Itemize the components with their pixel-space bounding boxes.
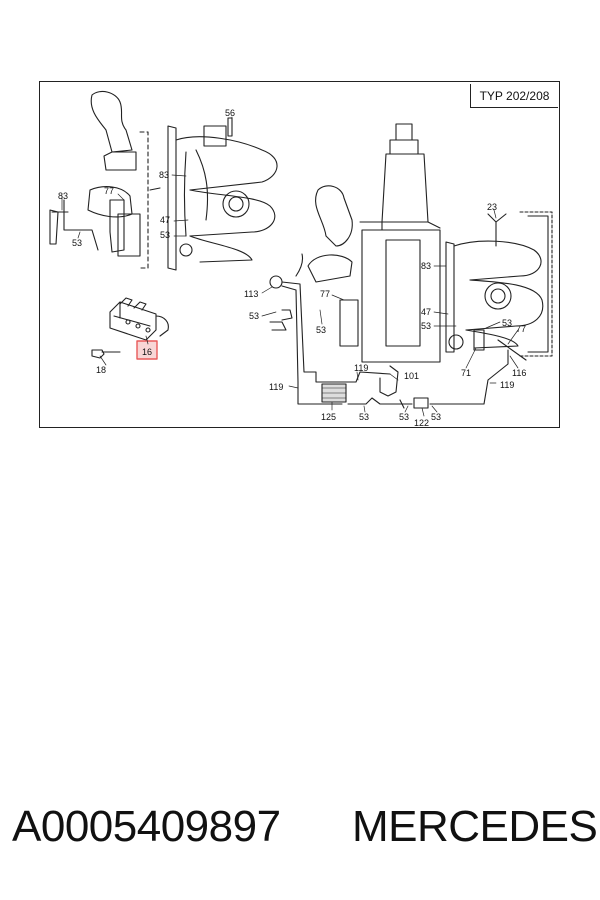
callout-122: 122 <box>414 418 429 428</box>
callout-53: 53 <box>431 412 441 422</box>
left-manifold-drawing <box>49 90 161 269</box>
callout-53: 53 <box>359 412 369 422</box>
callout-125: 125 <box>321 412 336 422</box>
callout-53: 53 <box>72 238 82 248</box>
vacuum-lines <box>269 275 509 409</box>
callout-labels: 56 83 83 77 47 53 53 16 18 113 77 53 53 … <box>58 108 526 428</box>
part-number: A0005409897 <box>12 802 281 851</box>
callout-119: 119 <box>354 363 368 373</box>
callout-101: 101 <box>404 371 419 381</box>
callout-71: 71 <box>461 368 471 378</box>
type-label: TYP 202/208 <box>470 84 558 108</box>
callout-77: 77 <box>320 289 330 299</box>
callout-53: 53 <box>502 318 512 328</box>
callout-47: 47 <box>160 215 170 225</box>
callout-53: 53 <box>421 321 431 331</box>
callout-83: 83 <box>58 191 68 201</box>
callout-77: 77 <box>104 186 114 196</box>
callout-119: 119 <box>500 380 514 390</box>
callout-53: 53 <box>249 311 259 321</box>
callout-56: 56 <box>225 108 235 118</box>
callout-53: 53 <box>160 230 170 240</box>
connector-block-drawing <box>91 297 169 359</box>
callout-23: 23 <box>487 202 497 212</box>
leader-lines <box>61 116 519 417</box>
callout-16: 16 <box>142 347 152 357</box>
callout-119: 119 <box>269 382 283 392</box>
callout-116: 116 <box>512 368 526 378</box>
parts-diagram: 56 83 83 77 47 53 53 16 18 113 77 53 53 … <box>49 90 553 428</box>
callout-83: 83 <box>159 170 169 180</box>
callout-113: 113 <box>244 289 258 299</box>
callout-47: 47 <box>421 307 431 317</box>
callout-18: 18 <box>96 365 106 375</box>
callout-77: 77 <box>516 324 526 334</box>
brand-name: MERCEDES <box>352 802 598 851</box>
center-module-drawing <box>295 123 441 363</box>
right-intake-drawing <box>445 211 553 361</box>
footer: A0005409897 MERCEDES <box>0 802 600 862</box>
diagram-frame <box>39 81 560 428</box>
callout-53: 53 <box>399 412 409 422</box>
left-intake-drawing <box>167 117 278 271</box>
callout-83: 83 <box>421 261 431 271</box>
callout-53: 53 <box>316 325 326 335</box>
